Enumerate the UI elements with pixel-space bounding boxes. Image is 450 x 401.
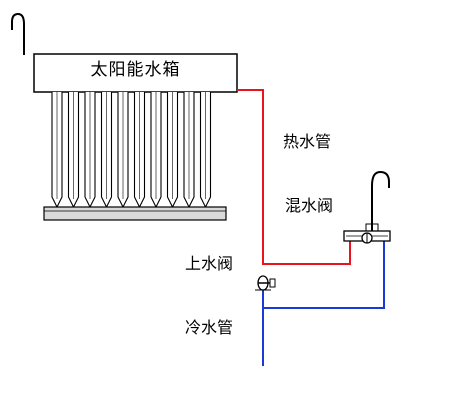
inlet-valve	[255, 275, 276, 291]
inlet-valve-label: 上水阀	[185, 254, 234, 273]
cold-water-branch	[263, 240, 385, 309]
mixing-valve	[343, 230, 391, 244]
hot-water-pipe	[237, 89, 351, 265]
tank-label: 太阳能水箱	[90, 60, 181, 80]
vent-pipe	[11, 12, 25, 55]
solar-tank	[33, 53, 238, 93]
collector-support-rail	[43, 206, 227, 221]
faucet-spout	[371, 170, 390, 231]
cold-pipe-label: 冷水管	[185, 318, 234, 337]
faucet-base	[365, 223, 379, 231]
hot-pipe-label: 热水管	[283, 132, 332, 151]
vacuum-tube-array	[51, 92, 212, 209]
mixing-valve-label: 混水阀	[285, 196, 334, 215]
